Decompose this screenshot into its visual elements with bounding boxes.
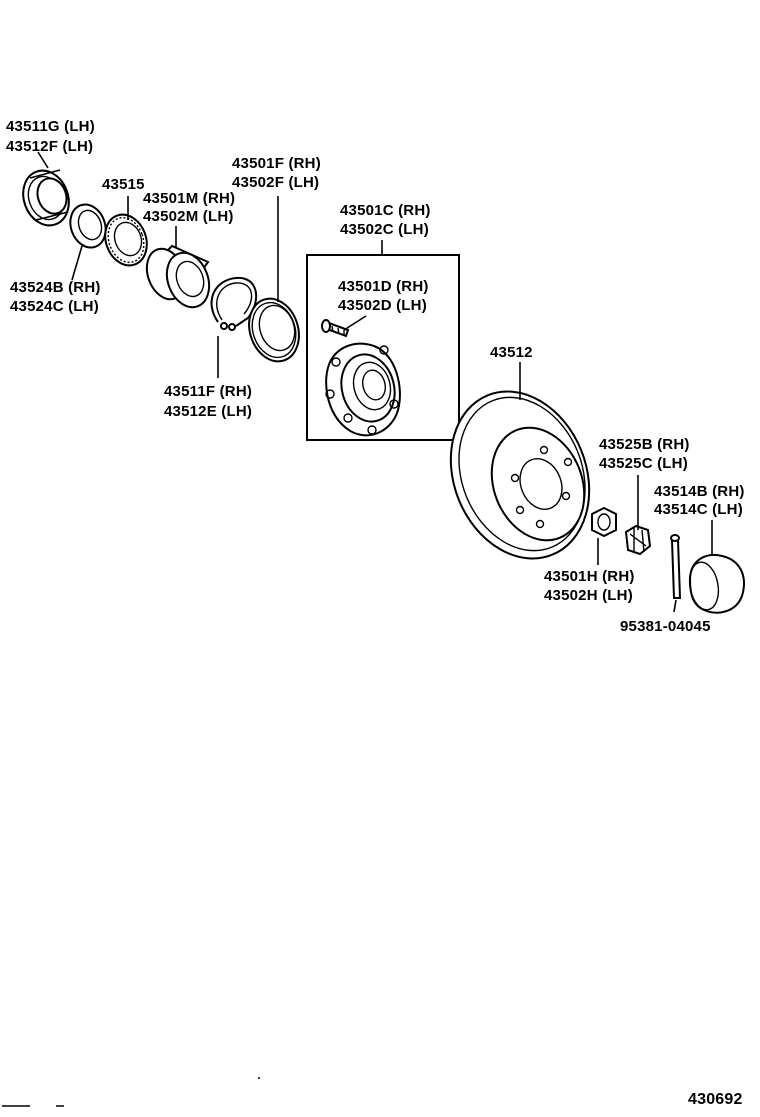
oil-seal-outer: [22, 169, 70, 227]
label-43524c: 43524C (LH): [10, 298, 99, 315]
castle-nut: [624, 524, 652, 556]
label-43514b: 43514B (RH): [654, 483, 745, 500]
label-43514c: 43514C (LH): [654, 501, 743, 518]
cotter-pin: [670, 534, 682, 599]
label-43501c: 43501C (RH): [340, 202, 431, 219]
hub-bolt: [321, 319, 350, 338]
bearing-outer-race: [145, 244, 211, 309]
label-43502m: 43502M (LH): [143, 208, 234, 225]
label-95381: 95381-04045: [620, 618, 711, 635]
label-43502h: 43502H (LH): [544, 587, 633, 604]
inner-race-small: [69, 203, 107, 249]
label-43512: 43512: [490, 344, 533, 361]
label-43502f: 43502F (LH): [232, 174, 320, 191]
label-43502c: 43502C (LH): [340, 221, 429, 238]
label-43512f: 43512F (LH): [6, 138, 94, 155]
label-43502d: 43502D (LH): [338, 297, 427, 314]
axle-hub: [325, 342, 401, 437]
label-43501f: 43501F (RH): [232, 155, 321, 172]
label-43524b: 43524B (RH): [10, 279, 101, 296]
label-43501h: 43501H (RH): [544, 568, 635, 585]
label-43511g: 43511G (LH): [6, 118, 95, 135]
label-43525c: 43525C (LH): [599, 455, 688, 472]
brake-disc: [449, 390, 591, 560]
taper-roller-bearing: [104, 213, 148, 267]
label-43511f: 43511F (RH): [164, 383, 253, 400]
leader-lines: [37, 151, 713, 613]
figure-number: 430692: [688, 1091, 743, 1108]
label-43525b: 43525B (RH): [599, 436, 690, 453]
label-43515: 43515: [102, 176, 145, 193]
label-43501d: 43501D (RH): [338, 278, 429, 295]
label-43501m: 43501M (RH): [143, 190, 236, 207]
label-43512e: 43512E (LH): [164, 403, 253, 420]
stray-marks: [2, 1077, 260, 1107]
hub-assembly-box: [306, 254, 460, 441]
grease-cap: [688, 554, 745, 614]
hub-oil-seal: [248, 297, 300, 363]
lock-nut: [591, 506, 617, 538]
